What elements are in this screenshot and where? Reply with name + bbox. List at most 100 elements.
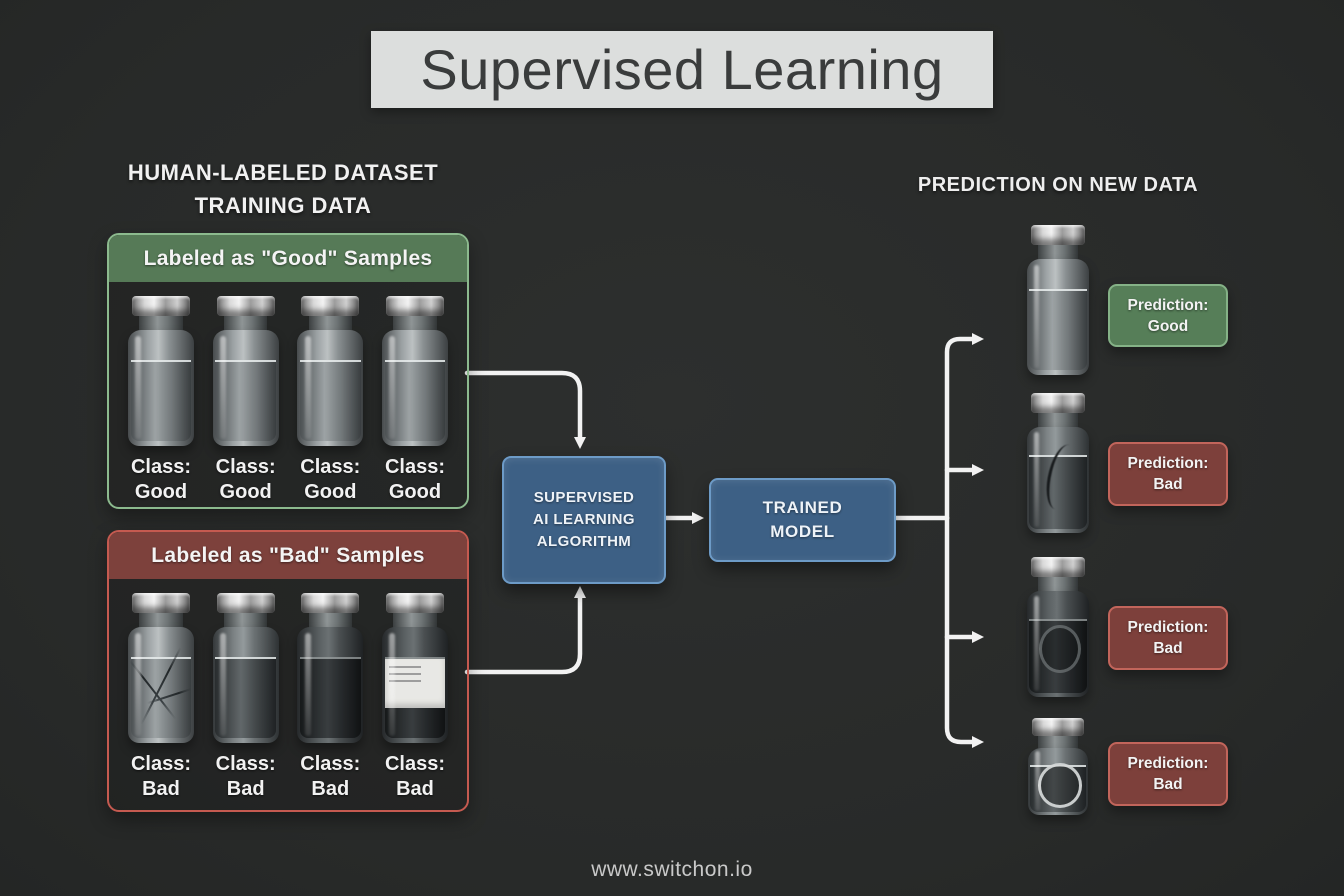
prediction-heading: PREDICTION ON NEW DATA bbox=[917, 174, 1199, 196]
class-label-prefix: Class: bbox=[215, 456, 276, 478]
bad-sample-4: Class: Bad bbox=[379, 593, 451, 802]
vial-clear bbox=[128, 296, 194, 446]
vial-cap bbox=[385, 593, 444, 613]
vial-cap bbox=[1030, 393, 1086, 413]
new-data-vial-2 bbox=[1027, 393, 1089, 533]
class-label: Class: Good bbox=[300, 455, 360, 505]
vial-clear bbox=[297, 296, 364, 446]
vial-neck bbox=[308, 316, 353, 331]
prediction-prefix: Prediction: bbox=[1127, 296, 1209, 314]
arrow-branch-top bbox=[944, 333, 984, 521]
oval-mark bbox=[1039, 624, 1082, 674]
bad-samples-box: Labeled as "Bad" Samples Class: bbox=[107, 530, 469, 812]
good-sample-3: Class: Good bbox=[294, 296, 366, 505]
vial-shine bbox=[389, 335, 396, 440]
vial-labeled bbox=[381, 593, 448, 743]
class-label-value: Good bbox=[388, 481, 442, 503]
vial-dark bbox=[297, 593, 364, 743]
vial-cap bbox=[1031, 718, 1085, 736]
bad-sample-3: Class: Bad bbox=[294, 593, 366, 802]
prediction-value: Good bbox=[1147, 317, 1189, 335]
class-label-prefix: Class: bbox=[384, 456, 445, 478]
vial-clear bbox=[381, 296, 448, 446]
vial-body bbox=[1028, 748, 1088, 815]
vial-body bbox=[212, 627, 279, 743]
prediction-value: Bad bbox=[1153, 476, 1183, 493]
prediction-prefix: Prediction: bbox=[1127, 755, 1209, 772]
trained-model-box: TRAINED MODEL bbox=[709, 478, 896, 562]
class-label-value: Bad bbox=[396, 778, 434, 800]
class-label: Class: Good bbox=[216, 455, 276, 505]
algorithm-label-line3: ALGORITHM bbox=[536, 533, 632, 550]
vial-body bbox=[212, 330, 279, 446]
vial-neck bbox=[1038, 736, 1078, 748]
vial-body bbox=[128, 627, 194, 743]
prediction-prefix: Prediction: bbox=[1127, 455, 1209, 472]
class-label: Class: Good bbox=[131, 455, 191, 505]
vial-shine bbox=[219, 335, 226, 440]
vial-body bbox=[381, 627, 448, 743]
vial-shine bbox=[1033, 596, 1040, 691]
prediction-badge-bad: Prediction: Bad bbox=[1108, 606, 1228, 670]
vial-cap bbox=[301, 593, 360, 613]
vial-body bbox=[381, 330, 448, 446]
model-label-line1: TRAINED bbox=[762, 498, 843, 517]
vial-cap bbox=[385, 296, 444, 316]
vial-shine bbox=[304, 335, 311, 440]
vial-shine bbox=[389, 632, 396, 737]
good-sample-1: Class: Good bbox=[125, 296, 197, 505]
vial-neck bbox=[393, 316, 437, 331]
arrow-branch-bottom bbox=[944, 515, 984, 748]
good-sample-4: Class: Good bbox=[379, 296, 451, 505]
vial-cap bbox=[1030, 225, 1086, 245]
class-label: Class: Bad bbox=[216, 752, 276, 802]
good-samples-header: Labeled as "Good" Samples bbox=[109, 235, 467, 282]
vial-cracked bbox=[128, 593, 194, 743]
vial-body bbox=[128, 330, 194, 446]
class-label: Class: Bad bbox=[300, 752, 360, 802]
model-label-line2: MODEL bbox=[770, 522, 835, 541]
vial-shine bbox=[135, 632, 142, 737]
class-label-prefix: Class: bbox=[300, 753, 361, 775]
vial-neck bbox=[308, 613, 353, 628]
vial-neck bbox=[223, 316, 268, 331]
vial-neck bbox=[1037, 245, 1079, 260]
vial-cap bbox=[1030, 557, 1086, 577]
vial-cap bbox=[216, 593, 275, 613]
vial-body bbox=[1027, 427, 1089, 533]
class-label: Class: Bad bbox=[385, 752, 445, 802]
vial-cap bbox=[216, 296, 275, 316]
class-label-value: Good bbox=[219, 481, 272, 503]
good-vial-row: Class: Good Class: Good bbox=[109, 282, 467, 505]
new-data-vial-3 bbox=[1027, 557, 1089, 697]
class-label-value: Good bbox=[134, 481, 188, 503]
class-label-prefix: Class: bbox=[130, 456, 192, 478]
bad-samples-header: Labeled as "Bad" Samples bbox=[109, 532, 467, 579]
prediction-value: Bad bbox=[1153, 640, 1183, 657]
class-label-prefix: Class: bbox=[300, 456, 361, 478]
vial-cap bbox=[301, 296, 360, 316]
vial-shine bbox=[1033, 264, 1040, 369]
bad-vial-row: Class: Bad Class: Bad bbox=[109, 579, 467, 802]
bad-sample-1: Class: Bad bbox=[125, 593, 197, 802]
vial-neck bbox=[1037, 413, 1079, 428]
vial-shine bbox=[135, 335, 142, 440]
vial-neck bbox=[1037, 577, 1079, 592]
vial-neck bbox=[393, 613, 437, 628]
page-title: Supervised Learning bbox=[420, 38, 944, 101]
class-label-value: Bad bbox=[226, 778, 265, 800]
good-sample-2: Class: Good bbox=[210, 296, 282, 505]
website-url: www.switchon.io bbox=[591, 858, 753, 881]
class-label: Class: Good bbox=[385, 455, 445, 505]
vial-shine bbox=[304, 632, 311, 737]
vial-cap bbox=[131, 593, 191, 613]
vial-body bbox=[297, 330, 364, 446]
new-data-vial-1 bbox=[1027, 225, 1089, 375]
class-label-prefix: Class: bbox=[215, 753, 276, 775]
vial-body bbox=[297, 627, 364, 743]
prediction-badge-bad: Prediction: Bad bbox=[1108, 442, 1228, 506]
class-label-prefix: Class: bbox=[384, 753, 445, 775]
new-data-vial-4 bbox=[1028, 718, 1088, 815]
prediction-prefix: Prediction: bbox=[1127, 619, 1209, 636]
prediction-value: Bad bbox=[1153, 776, 1183, 793]
